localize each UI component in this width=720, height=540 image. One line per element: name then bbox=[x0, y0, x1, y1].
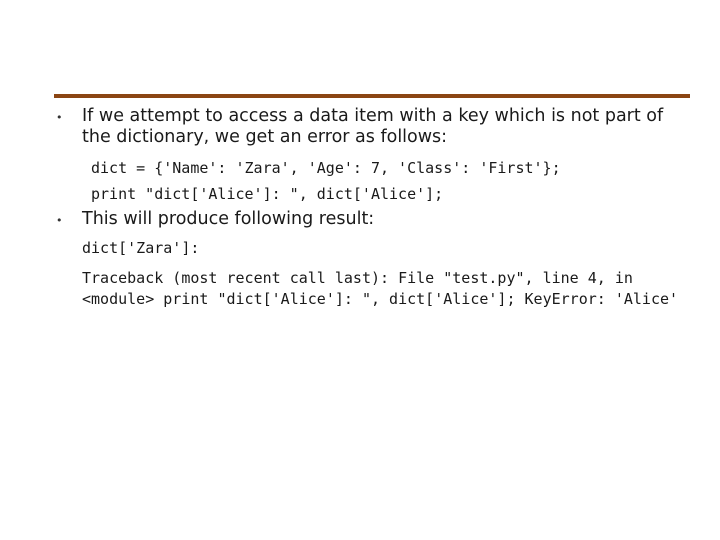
code-line-2: print "dict['Alice']: ", dict['Alice']; bbox=[91, 185, 444, 203]
result-label: dict['Zara']: bbox=[82, 239, 200, 257]
bullet-item-1: • If we attempt to access a data item wi… bbox=[56, 106, 686, 148]
bullet-item-2: • This will produce following result: bbox=[56, 209, 686, 230]
bullet-marker-icon: • bbox=[56, 111, 63, 124]
code-line-1: dict = {'Name': 'Zara', 'Age': 7, 'Class… bbox=[91, 159, 561, 177]
bullet-text-1: If we attempt to access a data item with… bbox=[82, 106, 664, 147]
traceback-output: Traceback (most recent call last): File … bbox=[82, 269, 679, 308]
title-divider-rule bbox=[54, 94, 690, 98]
bullet-marker-icon: • bbox=[56, 214, 63, 227]
bullet-text-2: This will produce following result: bbox=[82, 209, 375, 229]
